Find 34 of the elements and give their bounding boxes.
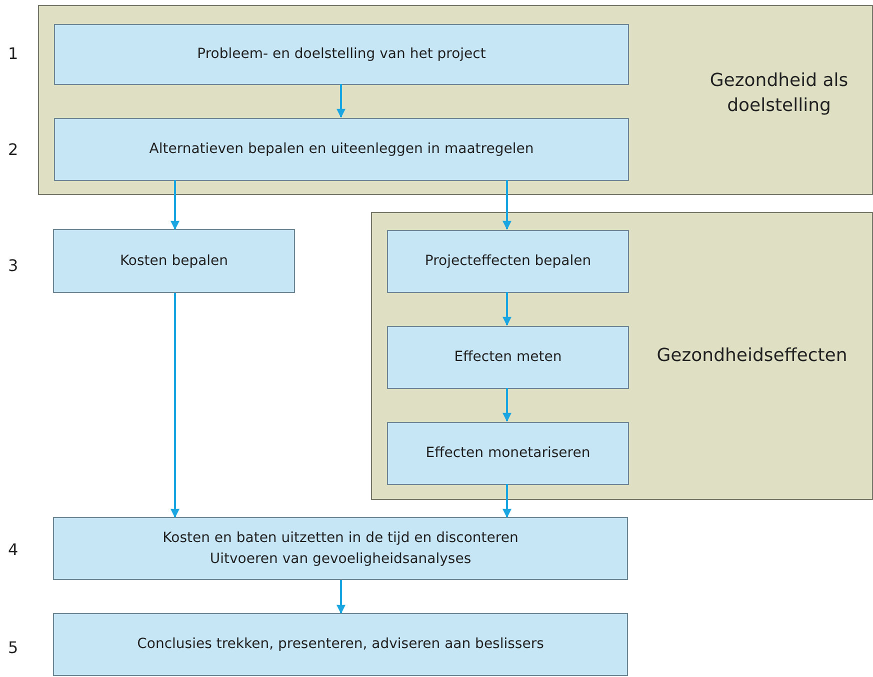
step-text: Conclusies trekken, presenteren, adviseren aan beslissers: [137, 635, 544, 654]
arrow: [502, 180, 512, 230]
process-box: [54, 118, 629, 181]
process-box: [54, 24, 629, 85]
arrow: [502, 388, 512, 422]
process-box: [53, 517, 628, 580]
group-title: Gezondheidseffecten: [656, 344, 848, 368]
step-number: 5: [8, 638, 18, 657]
step-text: Kosten bepalen: [120, 252, 228, 271]
arrow: [170, 180, 180, 230]
group-title: Gezondheid als doelstelling: [708, 69, 850, 118]
step-text: Alternatieven bepalen en uiteenleggen in maatregelen: [149, 140, 534, 160]
step-number: 1: [8, 44, 18, 63]
arrow: [336, 84, 346, 118]
step-text: Projecteffecten bepalen: [424, 252, 592, 272]
arrow: [502, 484, 512, 518]
step-number: 3: [8, 256, 18, 275]
step-number: 2: [8, 140, 18, 159]
step-text: Kosten en baten uitzetten in de tijd en disconteren: [162, 529, 518, 548]
step-number: 4: [8, 540, 18, 559]
process-box: [387, 422, 629, 485]
arrow: [170, 293, 180, 518]
process-box: [387, 326, 629, 389]
process-box: [53, 229, 295, 293]
step-text: Effecten monetariseren: [426, 444, 590, 464]
group-band: [371, 212, 873, 500]
process-box: [387, 230, 629, 293]
step-text: Effecten meten: [454, 348, 562, 368]
arrow: [336, 580, 346, 614]
step-text: Uitvoeren van gevoeligheidsanalyses: [210, 550, 472, 568]
process-box: [53, 613, 628, 676]
step-text: Probleem- en doelstelling van het project: [197, 45, 486, 64]
arrow: [502, 292, 512, 326]
group-band: [38, 5, 873, 195]
